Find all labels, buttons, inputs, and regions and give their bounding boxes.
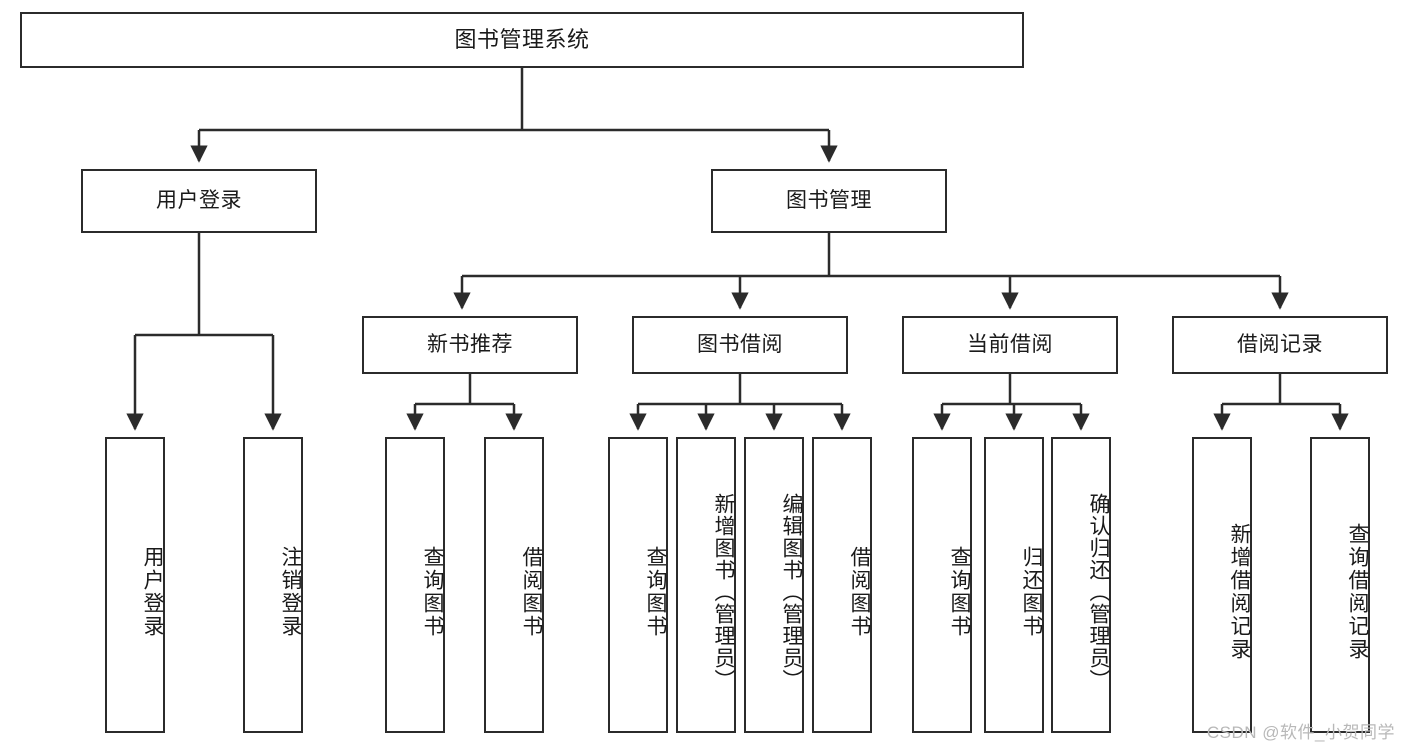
edge-group	[126, 68, 1349, 431]
node-current-borrowing[interactable]: 当前借阅	[902, 316, 1118, 374]
node-leaf-logout[interactable]: 注销登录	[243, 437, 303, 733]
node-leaf-query-books-current[interactable]: 查询图书	[912, 437, 972, 733]
node-borrowing-records[interactable]: 借阅记录	[1172, 316, 1388, 374]
node-leaf-borrow-books-new[interactable]: 借阅图书	[484, 437, 544, 733]
node-leaf-return-books[interactable]: 归还图书	[984, 437, 1044, 733]
node-leaf-confirm-return-admin[interactable]: 确认归还（管理员）	[1051, 437, 1111, 733]
node-leaf-query-books-borrow[interactable]: 查询图书	[608, 437, 668, 733]
node-new-book-recommendation[interactable]: 新书推荐	[362, 316, 578, 374]
node-leaf-edit-book-admin[interactable]: 编辑图书（管理员）	[744, 437, 804, 733]
node-leaf-query-borrow-record[interactable]: 查询借阅记录	[1310, 437, 1370, 733]
node-leaf-add-borrow-record[interactable]: 新增借阅记录	[1192, 437, 1252, 733]
node-leaf-add-book-admin[interactable]: 新增图书（管理员）	[676, 437, 736, 733]
node-user-login[interactable]: 用户登录	[81, 169, 317, 233]
csdn-watermark: CSDN @软件_小贺同学	[1206, 723, 1395, 742]
node-leaf-borrow-books[interactable]: 借阅图书	[812, 437, 872, 733]
node-leaf-user-login[interactable]: 用户登录	[105, 437, 165, 733]
node-leaf-query-books-new[interactable]: 查询图书	[385, 437, 445, 733]
node-root-book-management-system[interactable]: 图书管理系统	[20, 12, 1024, 68]
node-book-borrowing[interactable]: 图书借阅	[632, 316, 848, 374]
node-book-management[interactable]: 图书管理	[711, 169, 947, 233]
